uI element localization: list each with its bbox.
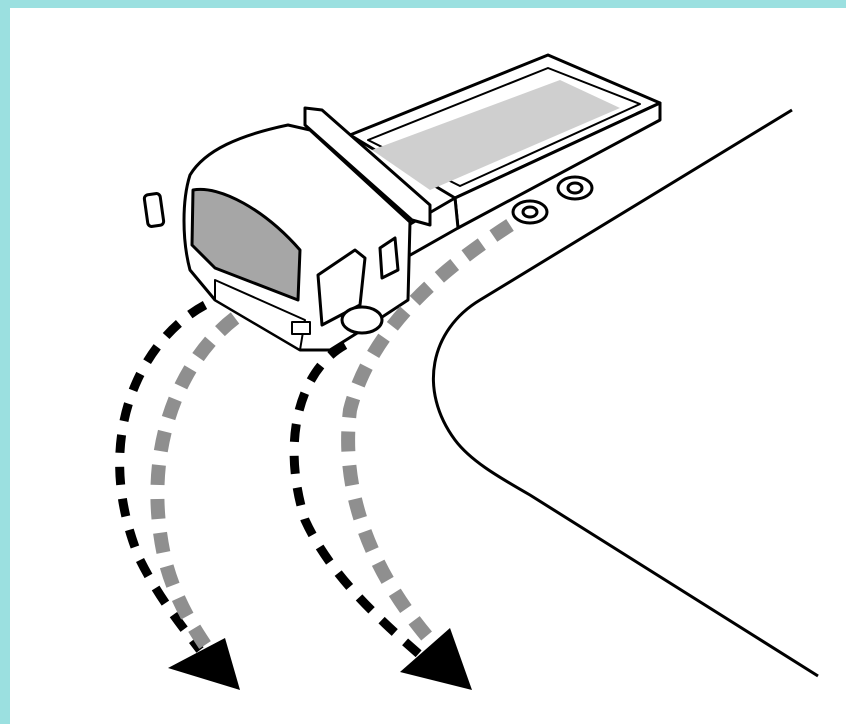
wheel-path-left [115,301,240,690]
frame-border-top [0,0,846,8]
rear-wheel-path-right [341,219,514,645]
road-curb-line [432,108,819,678]
front-wheel [340,305,384,335]
arrowhead-right [400,628,472,690]
side-mirror [142,192,166,228]
wheel-path-right [289,219,514,690]
front-wheel-path-left [115,301,208,653]
rear-wheels [511,175,594,225]
front-wheel-path-right [289,341,423,659]
truck-bed [303,53,662,260]
side-window [316,248,367,327]
windshield [190,187,302,302]
arrowhead-left [168,638,240,690]
rear-wheel-path-left [150,312,240,649]
frame-border-left [0,0,10,724]
truck-cab [182,123,412,352]
